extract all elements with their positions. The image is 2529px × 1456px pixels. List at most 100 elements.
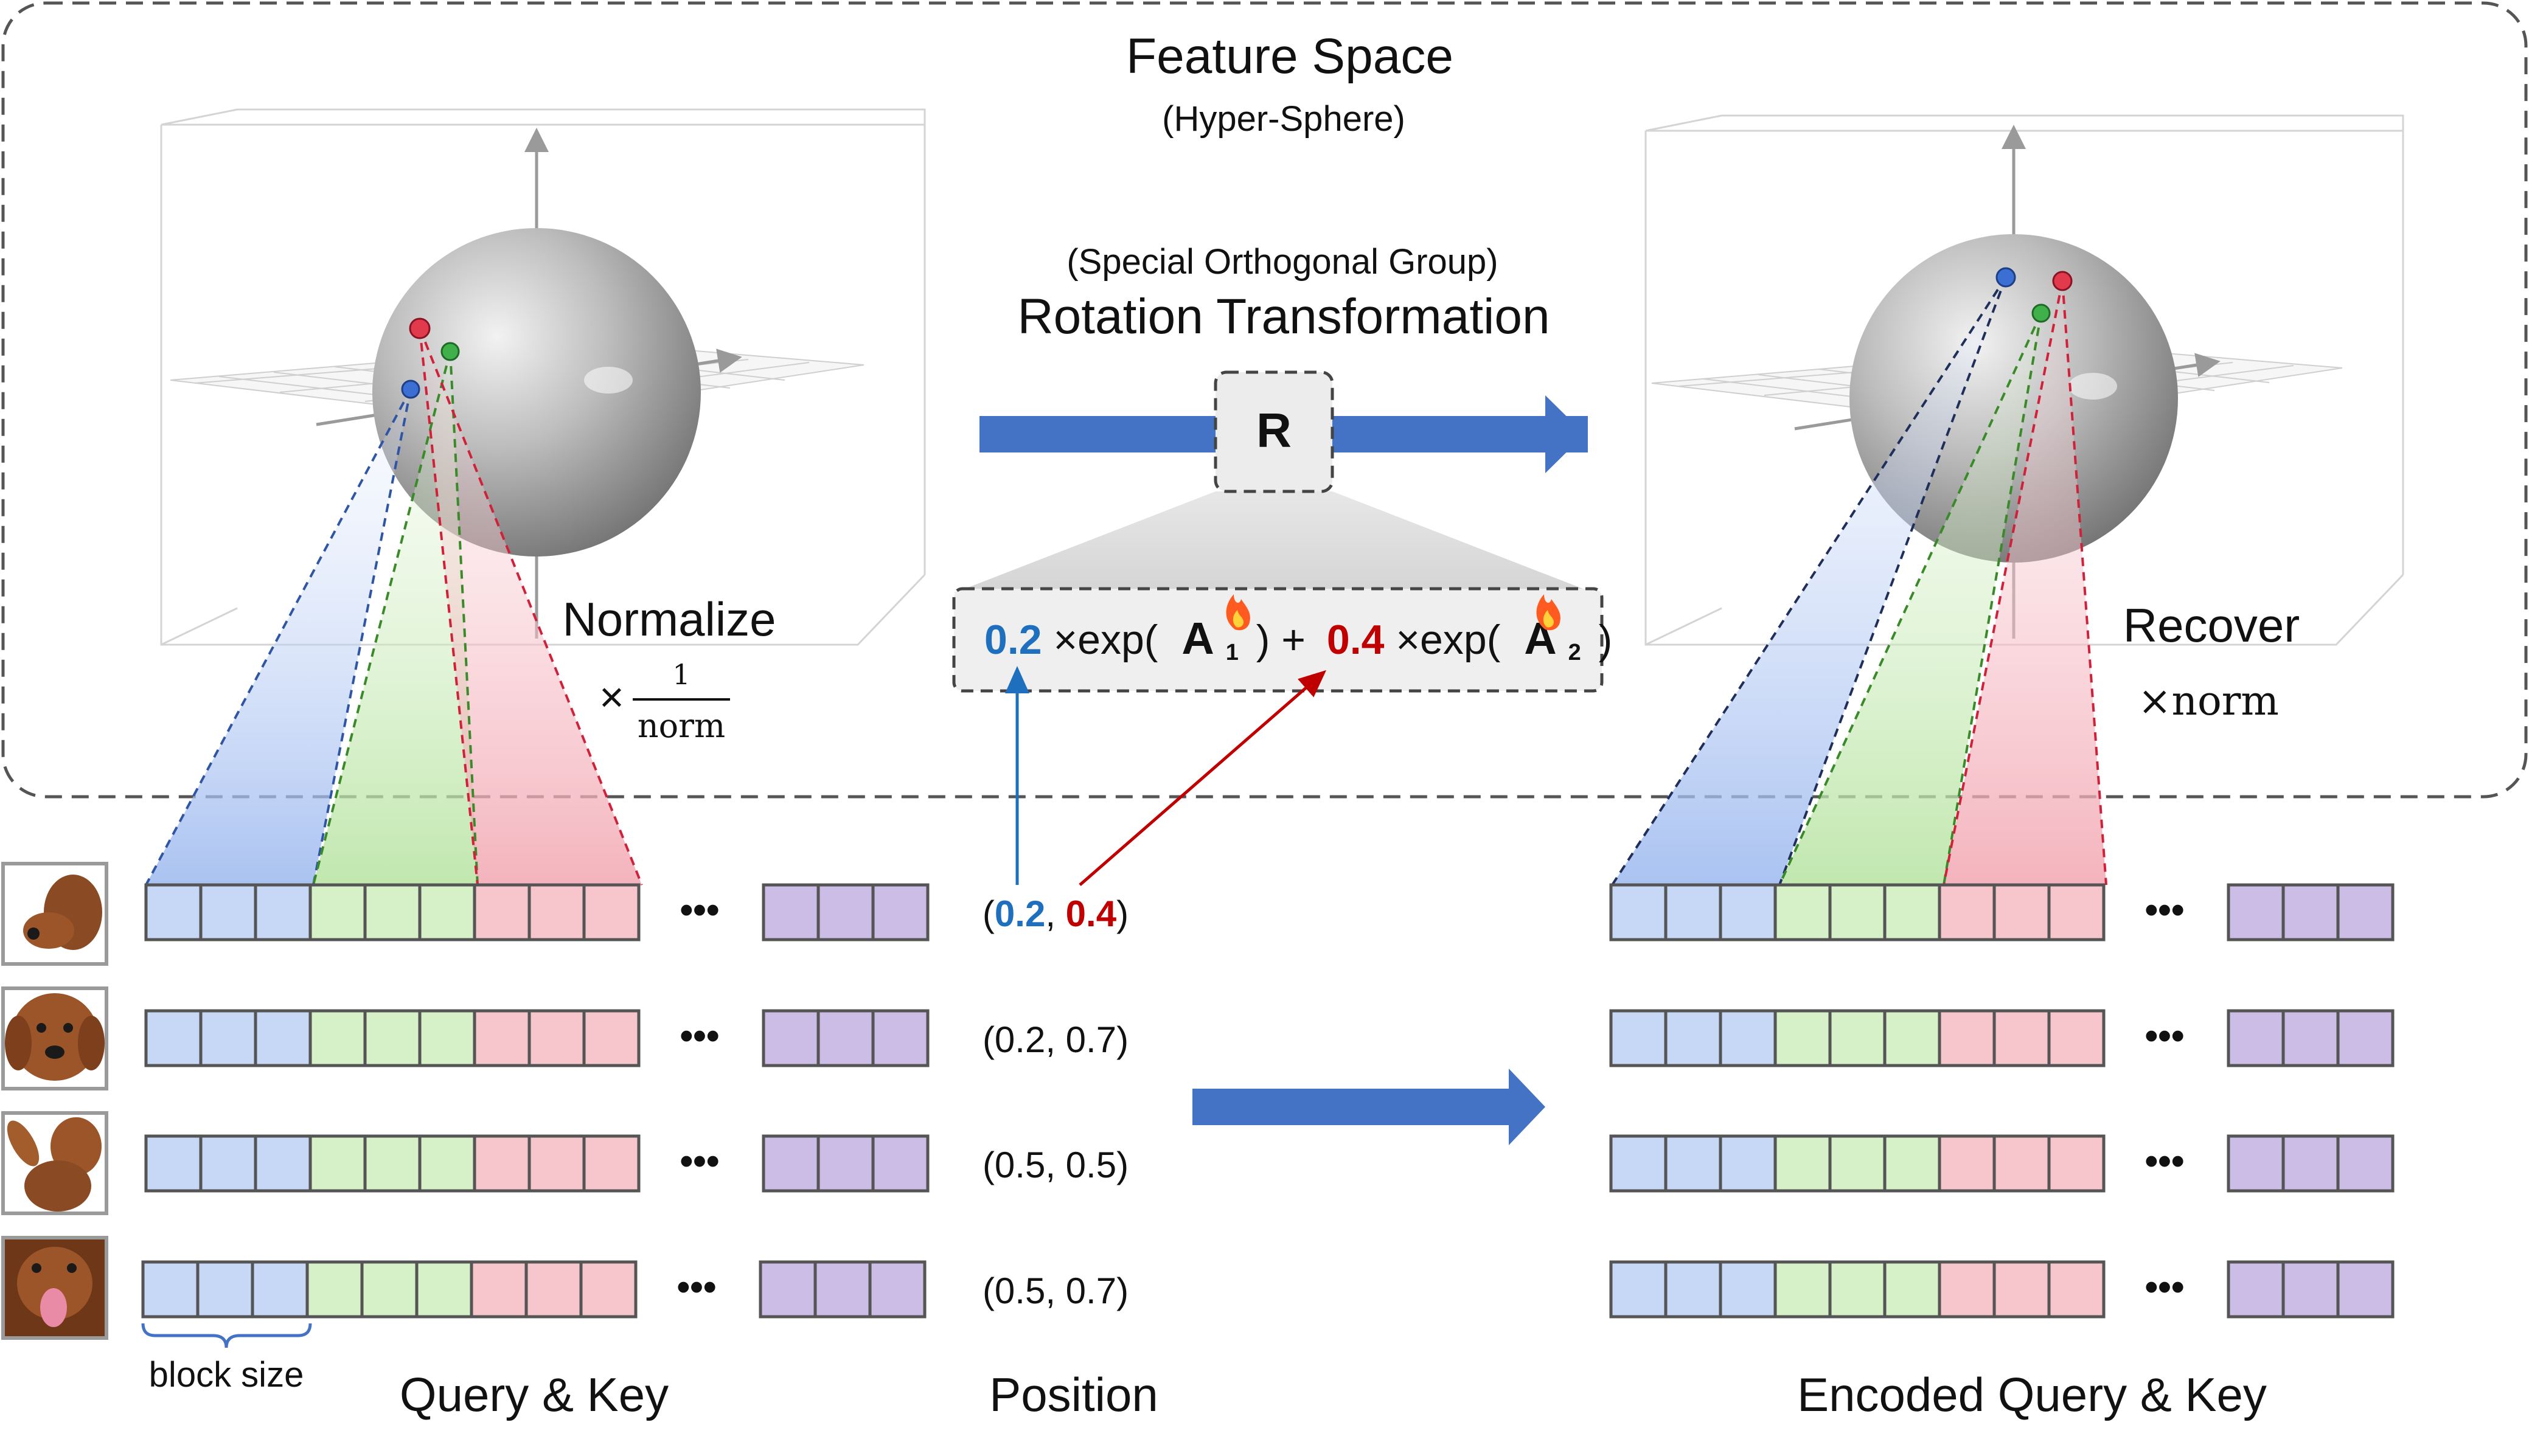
encoded-ellipsis: ••• bbox=[2145, 1266, 2184, 1308]
query-key-block bbox=[527, 1009, 586, 1067]
query-key-block bbox=[871, 883, 930, 941]
query-key-block bbox=[524, 1260, 583, 1319]
query-key-block bbox=[473, 1134, 531, 1193]
encoded-block bbox=[2227, 1260, 2285, 1319]
left-sphere-plot bbox=[160, 108, 926, 646]
encoded-block bbox=[2227, 1134, 2285, 1193]
query-key-block bbox=[418, 1009, 476, 1067]
query-key-block bbox=[868, 1260, 927, 1319]
encoded-block bbox=[2227, 1009, 2285, 1067]
encoded-block bbox=[1883, 1260, 1941, 1319]
recover-label: Recover bbox=[2123, 598, 2300, 652]
left-sphere-highlight bbox=[584, 367, 633, 393]
formula-sub-2: 2 bbox=[1568, 640, 1581, 665]
encoded-block bbox=[2336, 1134, 2395, 1193]
flame-icon bbox=[1226, 594, 1250, 631]
query-key-block bbox=[308, 1134, 367, 1193]
query-key-block bbox=[470, 1260, 528, 1319]
query-key-token-row: ••• bbox=[144, 1134, 930, 1193]
encoded-query-key-label: Encoded Query & Key bbox=[1797, 1368, 2267, 1421]
right-point-red bbox=[2052, 271, 2073, 291]
dog-image-1 bbox=[1, 862, 108, 966]
query-key-block bbox=[199, 1134, 257, 1193]
query-key-block bbox=[816, 883, 875, 941]
encoded-block bbox=[1664, 1009, 1722, 1067]
dog-image-2 bbox=[1, 986, 108, 1090]
encoded-block bbox=[1883, 1134, 1941, 1193]
encoded-block bbox=[1992, 1260, 2051, 1319]
query-key-block bbox=[527, 883, 586, 941]
dog-image-3 bbox=[1, 1111, 108, 1215]
query-key-token-row: ••• bbox=[144, 1009, 930, 1067]
query-key-block bbox=[418, 883, 476, 941]
encoded-block bbox=[1719, 883, 1777, 941]
query-key-block bbox=[254, 883, 312, 941]
query-key-block bbox=[308, 883, 367, 941]
query-key-block bbox=[527, 1134, 586, 1193]
query-key-block bbox=[762, 883, 820, 941]
right-beam-red bbox=[1944, 281, 2106, 885]
query-key-ellipsis: ••• bbox=[680, 1140, 719, 1182]
query-key-block bbox=[196, 1260, 254, 1319]
query-key-ellipsis: ••• bbox=[680, 889, 719, 931]
formula-close: ) bbox=[1599, 617, 1613, 663]
query-key-block bbox=[473, 1009, 531, 1067]
encoded-block bbox=[1883, 883, 1941, 941]
position-value: (0.2, 0.4) bbox=[983, 893, 1129, 934]
encoded-block bbox=[2281, 1260, 2340, 1319]
encoded-block bbox=[1773, 1134, 1832, 1193]
encoded-block bbox=[1719, 1134, 1777, 1193]
formula-plus: ) + bbox=[1256, 617, 1306, 663]
encoded-block bbox=[1664, 1134, 1722, 1193]
encoded-block bbox=[1938, 1134, 1996, 1193]
encoded-block bbox=[1773, 883, 1832, 941]
encoded-token-row: ••• bbox=[1609, 1009, 2395, 1067]
query-key-token-row: ••• bbox=[144, 883, 930, 941]
query-key-ellipsis: ••• bbox=[677, 1266, 716, 1308]
flame-icon bbox=[1536, 594, 1560, 631]
query-key-block bbox=[582, 1134, 641, 1193]
query-key-block bbox=[308, 1009, 367, 1067]
encoded-block bbox=[1609, 1009, 1668, 1067]
normalize-group: Normalize × 1 norm bbox=[562, 592, 776, 745]
encoded-block bbox=[2227, 883, 2285, 941]
token-rows: ••••••(0.2, 0.4)••••••(0.2, 0.7)••••••(0… bbox=[141, 883, 2395, 1319]
query-key-block bbox=[360, 1260, 419, 1319]
block-size-brace bbox=[141, 1323, 312, 1348]
encoded-block bbox=[2281, 883, 2340, 941]
query-key-block bbox=[305, 1260, 364, 1319]
encoded-block bbox=[2047, 1260, 2106, 1319]
encoded-block bbox=[1773, 1260, 1832, 1319]
coef-link-red bbox=[1079, 670, 1327, 886]
formula-exp-2: ×exp( bbox=[1396, 617, 1500, 663]
query-key-block bbox=[579, 1260, 638, 1319]
query-key-block bbox=[254, 1009, 312, 1067]
position-label: Position bbox=[989, 1368, 1158, 1421]
encoded-block bbox=[1938, 883, 1996, 941]
query-key-block bbox=[762, 1134, 820, 1193]
position-part: 0.4 bbox=[1066, 893, 1117, 934]
right-point-green bbox=[2031, 303, 2051, 323]
encoded-token-row: ••• bbox=[1609, 1134, 2395, 1193]
encoded-block bbox=[1828, 1260, 1887, 1319]
encoded-token-row: ••• bbox=[1609, 1260, 2395, 1319]
query-key-block bbox=[582, 1009, 641, 1067]
encoded-ellipsis: ••• bbox=[2145, 889, 2184, 931]
query-key-block bbox=[363, 1009, 422, 1067]
encoded-block bbox=[2336, 1009, 2395, 1067]
recover-factor: ×norm bbox=[2138, 678, 2279, 724]
query-key-block bbox=[363, 883, 422, 941]
encoded-block bbox=[1773, 1009, 1832, 1067]
encoded-block bbox=[1992, 883, 2051, 941]
query-key-block bbox=[254, 1134, 312, 1193]
query-key-block bbox=[144, 1134, 203, 1193]
query-key-block bbox=[415, 1260, 473, 1319]
encode-arrow bbox=[1192, 1069, 1545, 1145]
encoded-block bbox=[1828, 1134, 1887, 1193]
query-key-block bbox=[816, 1134, 875, 1193]
encoded-ellipsis: ••• bbox=[2145, 1015, 2184, 1057]
encoded-block bbox=[1719, 1009, 1777, 1067]
encoded-block bbox=[1992, 1009, 2051, 1067]
normalize-times: × bbox=[599, 673, 624, 721]
position-part: 0.2 bbox=[995, 893, 1045, 934]
